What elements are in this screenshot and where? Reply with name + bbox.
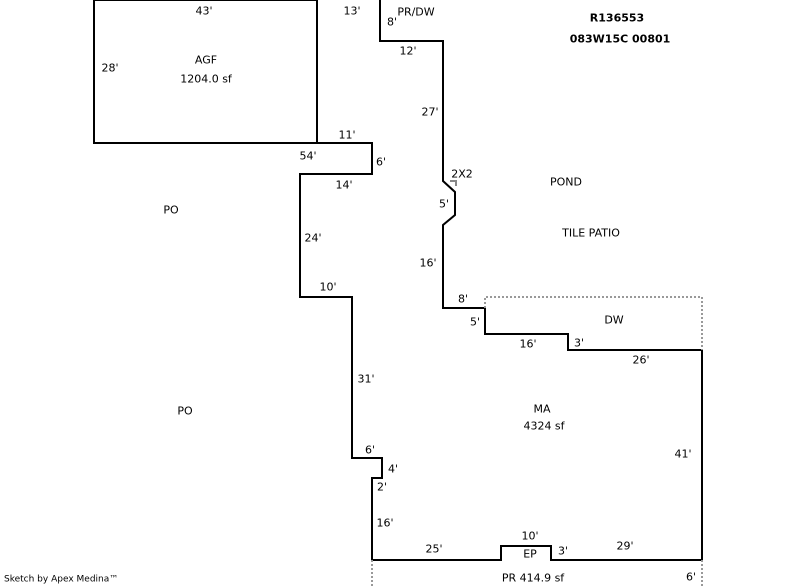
- dim-label: 16': [519, 337, 537, 351]
- agf-outline: [93, 0, 318, 144]
- dim-label: 10': [521, 529, 539, 543]
- ep-label: EP: [523, 547, 537, 561]
- agf-area: 1204.0 sf: [180, 72, 232, 86]
- dim-label: 26': [632, 353, 650, 367]
- dim-label: 6': [364, 443, 376, 457]
- dim-label: 8': [386, 15, 398, 29]
- dim-label: 14': [335, 178, 353, 192]
- dim-label: 25': [425, 542, 443, 556]
- dim-label: 13': [343, 4, 361, 18]
- dim-label: 29': [616, 539, 634, 553]
- dim-label: 5': [469, 315, 481, 329]
- dim-label: 27': [421, 105, 439, 119]
- dim-label: 5': [438, 197, 450, 211]
- dw-label: DW: [604, 313, 624, 327]
- ma-area: 4324 sf: [523, 419, 565, 433]
- map-number: 083W15C 00801: [569, 32, 671, 46]
- ma-label: MA: [533, 402, 551, 416]
- dim-label: 24': [304, 231, 322, 245]
- sketch-credit: Sketch by Apex Medina™: [4, 574, 119, 585]
- po-upper-label: PO: [163, 203, 179, 217]
- dim-label: 43': [195, 4, 213, 18]
- dim-label: 11': [338, 128, 356, 142]
- pond-label: POND: [550, 175, 582, 189]
- dim-label: 3': [557, 544, 569, 558]
- marker-2x2-label: 2X2: [451, 167, 473, 181]
- dim-label: 12': [399, 44, 417, 58]
- dim-label: 4': [387, 462, 399, 476]
- dim-label: 28': [101, 61, 119, 75]
- parcel-id: R136553: [589, 11, 645, 25]
- dim-label: 6': [375, 155, 387, 169]
- marker-2x2-icon: [450, 180, 457, 186]
- dim-label: 2': [376, 480, 388, 494]
- dim-label: 31': [357, 372, 375, 386]
- pr-label: PR 414.9 sf: [501, 571, 565, 585]
- po-lower-label: PO: [177, 404, 193, 418]
- dim-label: 41': [674, 447, 692, 461]
- dim-label: 10': [319, 280, 337, 294]
- tile-patio-label: TILE PATIO: [562, 226, 620, 240]
- main-outline: [94, 0, 703, 561]
- dim-label: 8': [457, 292, 469, 306]
- dim-label: 16': [376, 516, 394, 530]
- pr-dw-label: PR/DW: [397, 5, 435, 19]
- dim-label: 3': [573, 336, 585, 350]
- dim-label: 54': [299, 149, 317, 163]
- dim-label: 6': [685, 570, 697, 584]
- agf-label: AGF: [194, 53, 218, 67]
- dim-label: 16': [419, 256, 437, 270]
- dotted-outlines: [371, 296, 703, 587]
